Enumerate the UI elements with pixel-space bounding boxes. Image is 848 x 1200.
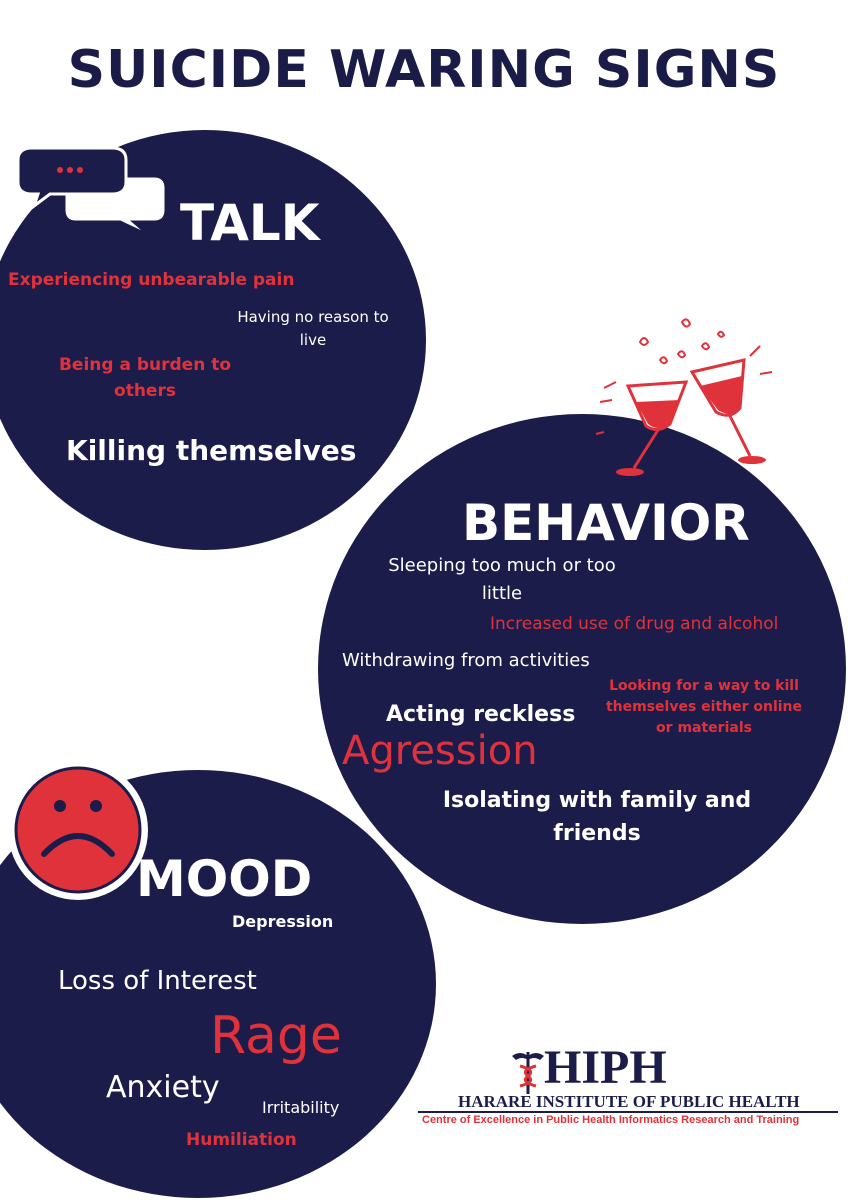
mood-item: Anxiety xyxy=(106,1070,220,1105)
behavior-item: Withdrawing from activities xyxy=(342,650,590,671)
caduceus-icon xyxy=(510,1048,546,1094)
logo: HIPH HARARE INSTITUTE OF PUBLIC HEALTH C… xyxy=(416,1041,840,1132)
behavior-item: Isolating with family and friends xyxy=(442,788,752,846)
behavior-item: Sleeping too much or too little xyxy=(388,555,616,604)
mood-item: Humiliation xyxy=(186,1130,297,1150)
talk-item: Killing themselves xyxy=(66,434,357,467)
behavior-heading: BEHAVIOR xyxy=(462,494,750,552)
talk-item: Experiencing unbearable pain xyxy=(8,270,295,290)
behavior-item: Increased use of drug and alcohol xyxy=(490,614,779,634)
behavior-circle xyxy=(318,414,846,924)
mood-item: Rage xyxy=(210,1006,342,1066)
mood-item: Irritability xyxy=(262,1098,340,1117)
talk-heading: TALK xyxy=(180,194,320,252)
talk-item: Being a burden to others xyxy=(58,355,232,401)
wine-glasses-icon xyxy=(582,316,782,486)
speech-bubbles-icon xyxy=(12,138,172,238)
mood-item: Loss of Interest xyxy=(58,966,257,996)
mood-item: Depression xyxy=(232,912,334,931)
mood-heading: MOOD xyxy=(136,850,313,908)
sad-face-icon xyxy=(4,756,152,904)
logo-institute-name: HARARE INSTITUTE OF PUBLIC HEALTH xyxy=(458,1092,800,1111)
behavior-item: Looking for a way to kill themselves eit… xyxy=(605,678,803,736)
behavior-item: Acting reckless xyxy=(386,702,576,727)
logo-divider xyxy=(418,1111,838,1113)
logo-tagline: Centre of Excellence in Public Health In… xyxy=(422,1114,800,1126)
talk-item: Having no reason to live xyxy=(237,308,389,349)
behavior-item: Agression xyxy=(342,728,538,774)
page-title: SUICIDE WARING SIGNS xyxy=(67,40,781,100)
logo-acronym: HIPH xyxy=(544,1041,667,1094)
